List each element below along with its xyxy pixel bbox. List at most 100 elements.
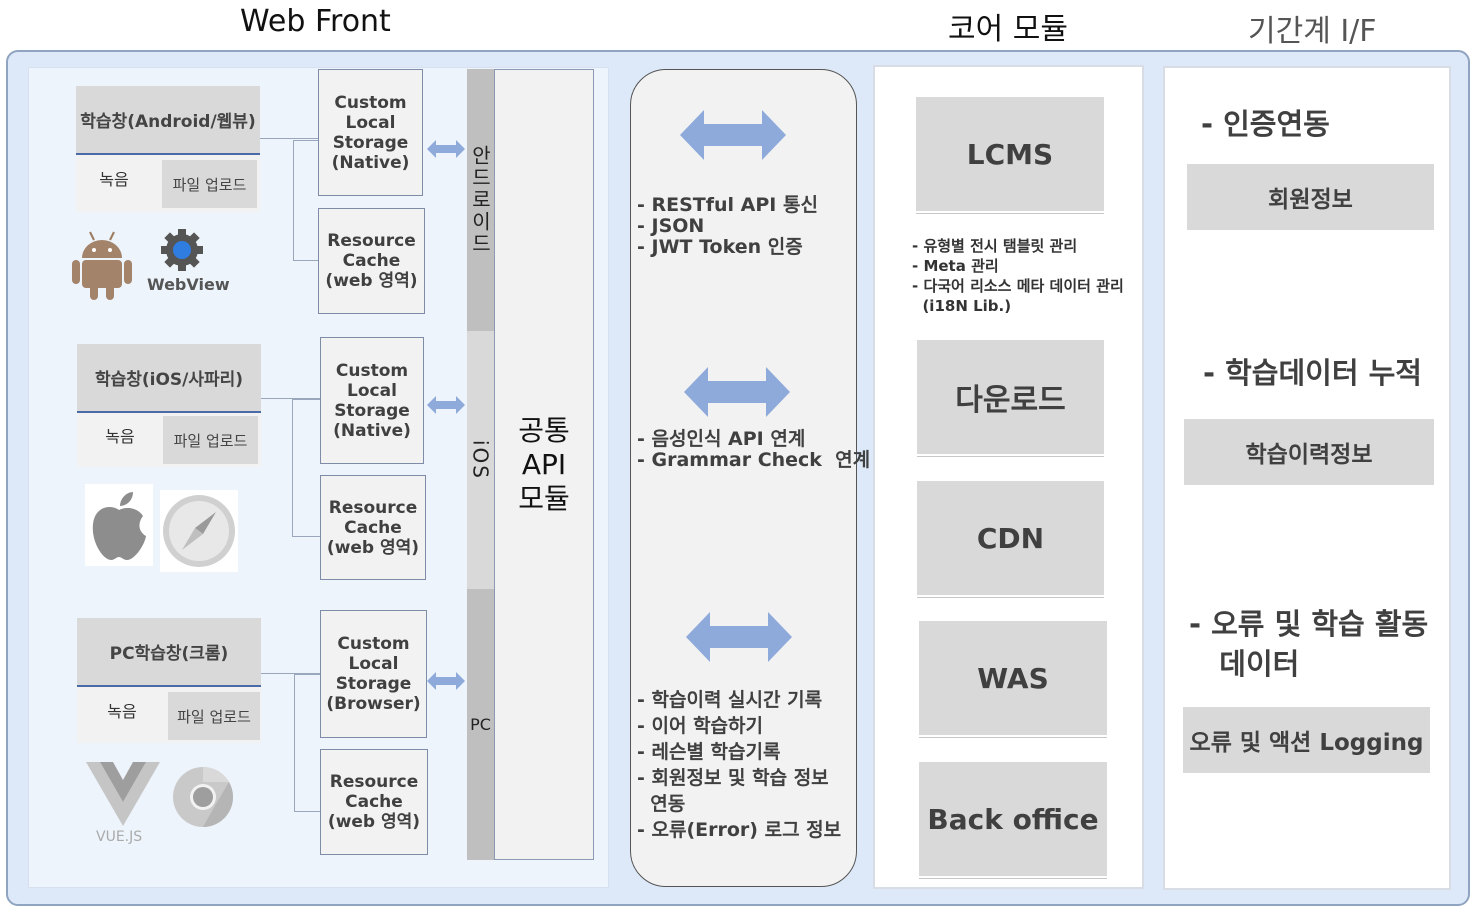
cache-line: (web 영역) bbox=[325, 271, 418, 291]
ios-record-label: 녹음 bbox=[105, 427, 135, 446]
api-item: - 레슨별 학습기록 bbox=[637, 741, 781, 763]
api-item: - RESTful API 통신 bbox=[637, 194, 818, 216]
storage-line: Storage bbox=[335, 674, 412, 694]
error-logging-box: 오류 및 액션 Logging bbox=[1183, 707, 1430, 773]
lcms-note: - 다국어 리소스 메타 데이터 관리 bbox=[912, 277, 1124, 295]
common-api-line: 모듈 bbox=[518, 481, 570, 515]
android-file-upload: 파일 업로드 bbox=[162, 160, 257, 208]
storage-line: Custom bbox=[337, 634, 410, 654]
api-item: - 학습이력 실시간 기록 bbox=[637, 689, 823, 711]
storage-line: Local bbox=[348, 654, 399, 674]
android-band: 안드로이드 bbox=[467, 69, 494, 331]
pc-file-upload: 파일 업로드 bbox=[168, 692, 260, 740]
pc-learning-window: PC학습창(크롬) bbox=[77, 618, 261, 685]
backoffice-box: Back office bbox=[919, 762, 1107, 878]
api-group-rest: - RESTful API 통신 - JSON - JWT Token 인증 bbox=[637, 195, 818, 258]
storage-line: (Native) bbox=[333, 420, 411, 441]
storage-line: (Native) bbox=[331, 152, 410, 173]
api-item: - JSON bbox=[637, 215, 705, 237]
cache-line: Cache bbox=[345, 792, 403, 812]
error-heading-line: - 오류 및 학습 활동 bbox=[1189, 607, 1429, 641]
pc-local-storage: Custom Local Storage (Browser) bbox=[320, 610, 427, 738]
chrome-icon bbox=[173, 767, 234, 827]
cache-line: Cache bbox=[344, 517, 402, 538]
download-box: 다운로드 bbox=[917, 340, 1104, 456]
ios-resource-cache: Resource Cache (web 영역) bbox=[320, 475, 426, 580]
storage-line: Custom bbox=[335, 360, 409, 381]
core-module-header: 코어 모듈 bbox=[948, 12, 1068, 47]
android-band-label: 안드로이드 bbox=[468, 145, 492, 255]
safari-icon bbox=[160, 490, 238, 572]
vuejs-icon bbox=[86, 762, 160, 826]
api-arrow-middle bbox=[684, 367, 790, 417]
api-item: - Grammar Check 연계 bbox=[637, 449, 871, 471]
learning-data-heading: - 학습데이터 누적 bbox=[1203, 356, 1422, 390]
error-activity-heading: - 오류 및 학습 활동 데이터 bbox=[1189, 604, 1428, 684]
ios-learning-window: 학습창(iOS/사파리) bbox=[77, 344, 261, 411]
ios-band-label: iOS bbox=[468, 440, 493, 480]
lcms-note: - 유형별 전시 탬블릿 관리 bbox=[912, 237, 1078, 255]
android-icon bbox=[72, 231, 132, 300]
pc-band-label: PC bbox=[470, 715, 491, 734]
cache-line: Resource bbox=[329, 772, 419, 792]
pc-storage-arrow bbox=[427, 672, 465, 690]
web-front-header: Web Front bbox=[240, 4, 391, 39]
android-title-underline bbox=[76, 153, 260, 155]
common-api-line: API bbox=[521, 447, 567, 481]
ios-file-upload: 파일 업로드 bbox=[163, 416, 258, 464]
api-group-learning: - 학습이력 실시간 기록 - 이어 학습하기 - 레슨별 학습기록 - 회원정… bbox=[637, 687, 841, 843]
api-arrow-top bbox=[680, 110, 786, 160]
storage-line: Local bbox=[347, 380, 397, 401]
common-api-line: 공통 bbox=[518, 413, 570, 447]
ios-local-storage: Custom Local Storage (Native) bbox=[320, 337, 424, 464]
interface-header: 기간계 I/F bbox=[1248, 14, 1377, 49]
lcms-box: LCMS bbox=[916, 97, 1104, 213]
api-item: - 음성인식 API 연계 bbox=[637, 428, 806, 450]
android-storage-arrow bbox=[427, 140, 465, 158]
ios-connector-stub bbox=[261, 398, 320, 399]
android-connector bbox=[293, 140, 318, 261]
android-resource-cache: Resource Cache (web 영역) bbox=[318, 208, 425, 314]
pc-resource-cache: Resource Cache (web 영역) bbox=[320, 749, 428, 855]
api-item: 연동 bbox=[637, 793, 686, 815]
pc-record-label: 녹음 bbox=[107, 702, 137, 721]
error-heading-line: 데이터 bbox=[1189, 647, 1300, 681]
common-api-module: 공통 API 모듈 bbox=[494, 69, 594, 860]
webview-gear-icon bbox=[161, 229, 203, 271]
lcms-notes: - 유형별 전시 탬블릿 관리 - Meta 관리 - 다국어 리소스 메타 데… bbox=[912, 236, 1124, 316]
api-item: - 이어 학습하기 bbox=[637, 715, 763, 737]
storage-line: (Browser) bbox=[326, 694, 421, 714]
learning-history-box: 학습이력정보 bbox=[1184, 419, 1434, 485]
cache-line: Resource bbox=[327, 231, 416, 251]
android-record-label: 녹음 bbox=[99, 170, 129, 189]
storage-line: Local bbox=[345, 112, 396, 133]
apple-icon bbox=[85, 484, 153, 566]
pc-title-underline bbox=[77, 685, 261, 687]
cache-line: Cache bbox=[342, 251, 401, 271]
android-learning-window: 학습창(Android/웹뷰) bbox=[76, 86, 260, 153]
api-item: - 오류(Error) 로그 정보 bbox=[637, 819, 842, 841]
ios-title-underline bbox=[77, 411, 261, 413]
android-local-storage: Custom Local Storage (Native) bbox=[318, 69, 423, 196]
storage-line: Custom bbox=[334, 92, 407, 113]
ios-band: iOS bbox=[467, 331, 494, 589]
storage-line: Storage bbox=[332, 132, 409, 153]
api-channel bbox=[630, 69, 857, 887]
cache-line: Resource bbox=[328, 497, 418, 518]
was-box: WAS bbox=[919, 621, 1107, 737]
pc-band: PC bbox=[467, 589, 494, 860]
api-item: - JWT Token 인증 bbox=[637, 236, 803, 258]
vuejs-label: VUE.JS bbox=[96, 829, 143, 845]
auth-heading: - 인증연동 bbox=[1201, 107, 1330, 141]
lcms-note: - Meta 관리 bbox=[912, 257, 999, 275]
member-info-box: 회원정보 bbox=[1187, 164, 1434, 230]
cdn-box: CDN bbox=[917, 481, 1104, 597]
cache-line: (web 영역) bbox=[326, 537, 420, 558]
ios-storage-arrow bbox=[427, 396, 465, 414]
storage-line: Storage bbox=[334, 400, 410, 421]
cache-line: (web 영역) bbox=[327, 812, 421, 832]
api-group-voice: - 음성인식 API 연계 - Grammar Check 연계 bbox=[637, 429, 870, 471]
lcms-note: (i18N Lib.) bbox=[912, 297, 1012, 315]
ios-connector bbox=[292, 399, 320, 537]
pc-connector bbox=[294, 674, 320, 812]
